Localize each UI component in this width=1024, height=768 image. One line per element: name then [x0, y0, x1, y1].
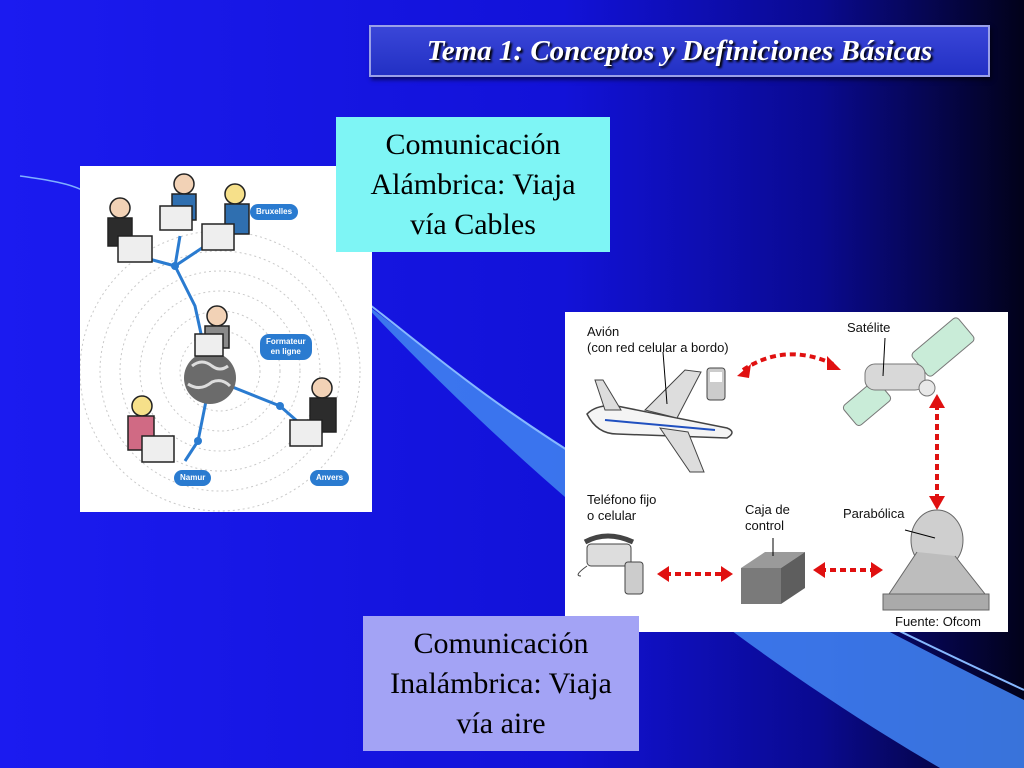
- wired-network-illustration: Bruxelles Formateur en ligne Namur Anver…: [79, 166, 372, 512]
- wireless-caption-line2: Inalámbrica: Viaja: [390, 666, 612, 700]
- wired-caption-line3: vía Cables: [410, 207, 536, 241]
- satellite-dish-icon: [882, 509, 990, 611]
- satellite-label: Satélite: [847, 320, 891, 335]
- slide-title: Tema 1: Conceptos y Definiciones Básicas: [426, 34, 933, 67]
- control-box-label-line1: Caja de: [745, 502, 790, 517]
- satellite-icon: [842, 317, 975, 426]
- tag-bruxelles: Bruxelles: [250, 204, 299, 220]
- wireless-diagram: Avión (con red celular a bordo) Satélite…: [565, 312, 1008, 632]
- control-box-icon: [741, 552, 805, 604]
- wired-network-drawing: [79, 173, 361, 512]
- wireless-caption-box: Comunicación Inalámbrica: Viaja vía aire: [363, 616, 639, 751]
- phone-icon: [577, 533, 644, 595]
- wired-caption-line2: Alámbrica: Viaja: [370, 167, 576, 201]
- tag-namur: Namur: [174, 470, 212, 486]
- phone-label-line1: Teléfono fijo: [587, 492, 657, 507]
- phone-label: Teléfono fijo o celular: [587, 492, 656, 524]
- wired-caption-line1: Comunicación: [385, 127, 561, 161]
- wireless-caption-line1: Comunicación: [413, 626, 589, 660]
- wired-caption-box: Comunicación Alámbrica: Viaja vía Cables: [336, 117, 610, 252]
- source-label: Fuente: Ofcom: [895, 614, 981, 629]
- slide-title-box: Tema 1: Conceptos y Definiciones Básicas: [369, 25, 990, 77]
- wireless-drawing: [577, 317, 990, 611]
- plane-label-line2: (con red celular a bordo): [587, 340, 729, 355]
- tag-formateur-line1: Formateur: [266, 337, 306, 346]
- dish-label: Parabólica: [843, 506, 905, 521]
- plane-label-line1: Avión: [587, 324, 620, 339]
- wireless-caption-line3: vía aire: [456, 706, 546, 740]
- plane-label: Avión (con red celular a bordo): [587, 324, 729, 356]
- airplane-icon: [586, 369, 733, 473]
- tag-formateur: Formateur en ligne: [260, 334, 312, 360]
- control-box-label: Caja de control: [745, 502, 790, 534]
- phone-label-line2: o celular: [587, 508, 637, 523]
- control-box-label-line2: control: [745, 518, 785, 533]
- tag-formateur-line2: en ligne: [270, 347, 301, 356]
- tag-anvers: Anvers: [310, 470, 350, 486]
